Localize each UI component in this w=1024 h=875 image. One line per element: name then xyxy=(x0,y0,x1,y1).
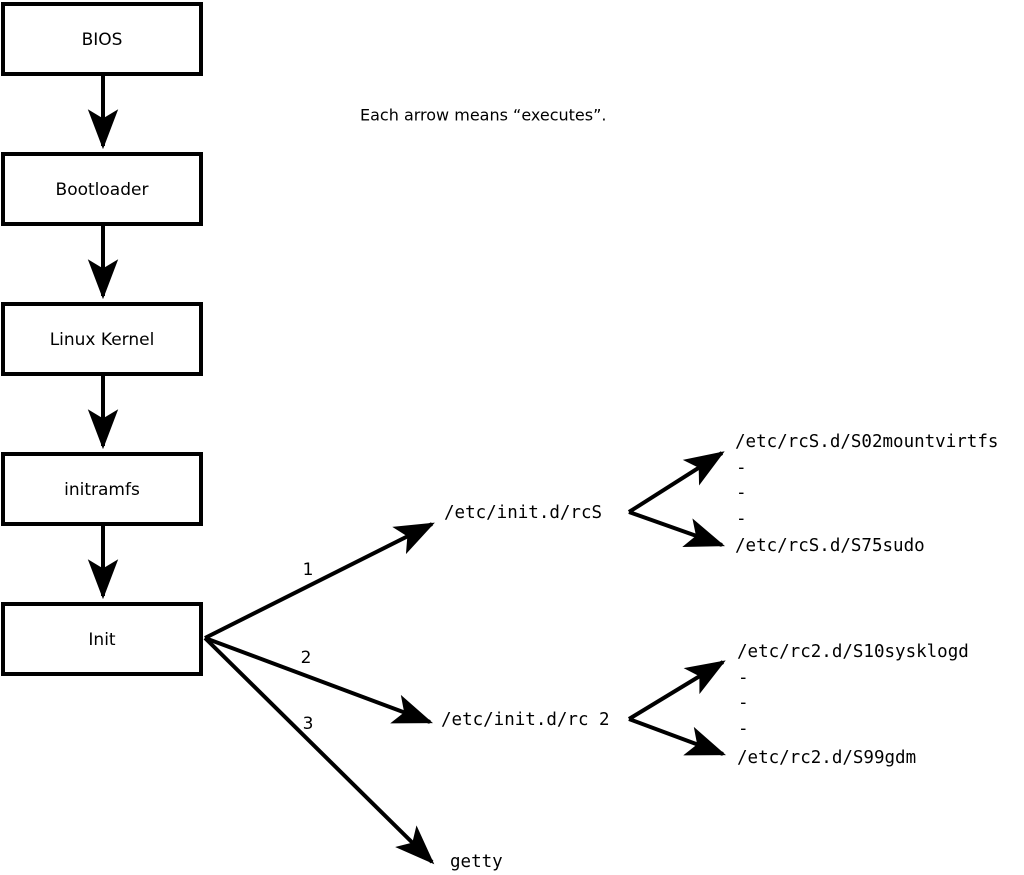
node-bootloader[interactable]: Bootloader xyxy=(1,152,203,226)
edge-rc2-to-first-script xyxy=(627,660,726,721)
node-etc-init-d-rcs[interactable]: /etc/init.d/rcS xyxy=(444,503,602,523)
node-initramfs[interactable]: initramfs xyxy=(1,452,203,526)
script-rc2-ellipsis-2: - xyxy=(738,693,749,713)
script-rcs-last: /etc/rcS.d/S75sudo xyxy=(735,536,925,556)
script-rc2-last: /etc/rc2.d/S99gdm xyxy=(737,748,916,768)
edge-rcs-to-last-script xyxy=(628,510,726,548)
script-rc2-ellipsis-3: - xyxy=(738,719,749,739)
script-rc2-first: /etc/rc2.d/S10sysklogd xyxy=(737,642,969,662)
branch-number-2: 2 xyxy=(301,648,312,668)
node-init-rect xyxy=(1,602,203,676)
edge-rcs-to-first-script xyxy=(627,451,725,514)
node-bios-label: BIOS xyxy=(82,30,123,50)
script-rcs-first: /etc/rcS.d/S02mountvirtfs xyxy=(735,432,998,452)
node-bootloader-rect xyxy=(1,152,203,226)
node-initramfs-rect xyxy=(1,452,203,526)
node-bios-rect xyxy=(1,2,203,76)
script-rc2-ellipsis-1: - xyxy=(738,668,749,688)
edge-init-to-rc2 xyxy=(204,636,433,724)
node-bootloader-label: Bootloader xyxy=(56,180,149,200)
node-etc-init-d-rc2[interactable]: /etc/init.d/rc 2 xyxy=(441,710,610,730)
node-init-label: Init xyxy=(88,630,116,650)
edge-init-to-rcs xyxy=(204,522,435,640)
script-rcs-ellipsis-1: - xyxy=(736,458,747,478)
node-getty[interactable]: getty xyxy=(450,852,503,872)
diagram-caption: Each arrow means “executes”. xyxy=(360,106,606,125)
node-linux-kernel-rect xyxy=(1,302,203,376)
branch-number-1: 1 xyxy=(303,560,314,580)
branch-number-3: 3 xyxy=(303,714,314,734)
edge-init-to-getty xyxy=(203,636,435,865)
edge-rc2-to-last-script xyxy=(628,717,726,756)
node-bios[interactable]: BIOS xyxy=(1,2,203,76)
node-linux-kernel[interactable]: Linux Kernel xyxy=(1,302,203,376)
node-initramfs-label: initramfs xyxy=(64,480,140,500)
script-rcs-ellipsis-2: - xyxy=(736,483,747,503)
node-init[interactable]: Init xyxy=(1,602,203,676)
script-rcs-ellipsis-3: - xyxy=(736,509,747,529)
node-linux-kernel-label: Linux Kernel xyxy=(50,330,155,350)
